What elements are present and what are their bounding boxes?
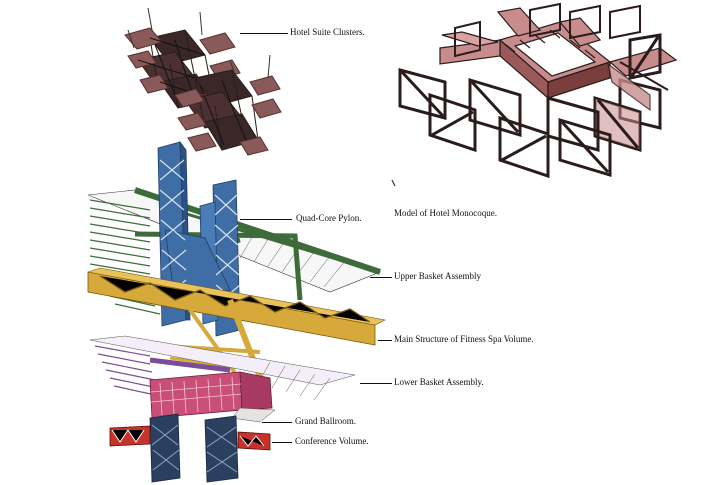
leader-line-hotel-suite-clusters (240, 33, 288, 34)
lower-basket-assembly (89, 335, 356, 401)
leader-line-lower-basket (360, 383, 392, 384)
grand-ballroom (149, 371, 276, 423)
leader-line-fitness-spa (378, 340, 392, 341)
label-conference-volume: Conference Volume. (295, 436, 369, 446)
hotel-suite-clusters (124, 7, 282, 156)
suite-cluster-lower (174, 54, 282, 156)
fitness-spa-structure (87, 267, 386, 384)
leader-line-grand-ballroom (262, 422, 292, 423)
leader-line-quad-core-pylon (240, 219, 292, 220)
hotel-monocoque-model (391, 2, 678, 187)
label-model-hotel-monocoque: Model of Hotel Monocoque. (394, 208, 497, 218)
conference-volume (109, 425, 271, 451)
label-quad-core-pylon: Quad-Core Pylon. (296, 213, 362, 223)
label-grand-ballroom: Grand Ballroom. (295, 416, 356, 426)
label-lower-basket-assembly: Lower Basket Assembly. (394, 377, 484, 387)
label-main-structure-fitness-spa: Main Structure of Fitness Spa Volume. (394, 334, 534, 344)
pylon-base-legs (149, 413, 239, 483)
label-hotel-suite-clusters: Hotel Suite Clusters. (290, 27, 365, 37)
label-upper-basket-assembly: Upper Basket Assembly (394, 271, 481, 281)
leader-line-conference-volume (272, 442, 292, 443)
leader-line-upper-basket (370, 277, 392, 278)
tower-assembly (87, 140, 386, 483)
